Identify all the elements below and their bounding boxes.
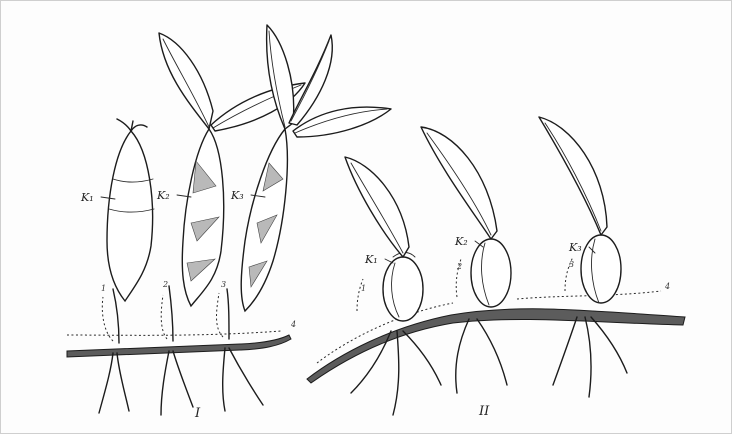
numeral-one: I bbox=[194, 406, 201, 421]
baseline-one bbox=[67, 331, 281, 335]
bulb-one-k3 bbox=[241, 129, 287, 311]
rhizome-two bbox=[307, 309, 685, 383]
bulb-one-k2 bbox=[182, 129, 223, 306]
end-one-4: 4 bbox=[290, 320, 296, 329]
label-two-k3: K₃ bbox=[568, 241, 582, 254]
node-one-1: 1 bbox=[101, 284, 106, 293]
bulb-one-k1 bbox=[107, 119, 154, 301]
bulb-two-k2 bbox=[421, 127, 511, 307]
node-one-2: 2 bbox=[162, 280, 168, 289]
bulb-two-k3 bbox=[539, 117, 621, 303]
label-one-k3: K₃ bbox=[230, 189, 244, 202]
node-two-1: 1 bbox=[361, 284, 366, 293]
label-one-k1: K₁ bbox=[80, 191, 94, 204]
baseline-two bbox=[317, 303, 453, 363]
numeral-two: II bbox=[478, 404, 490, 419]
label-one-k2: K₂ bbox=[156, 189, 170, 202]
node-two-3: 3 bbox=[569, 260, 574, 269]
node-one-3: 3 bbox=[221, 280, 226, 289]
label-two-k2: K₂ bbox=[454, 235, 468, 248]
leaves-one bbox=[159, 25, 391, 137]
label-two-k1: K₁ bbox=[364, 253, 378, 266]
bulb-two-k1 bbox=[345, 157, 423, 321]
group-two: K₁ K₂ K₃ 1 2 3 4 II bbox=[307, 117, 685, 419]
end-two-4: 4 bbox=[664, 282, 670, 291]
roots-one bbox=[99, 348, 263, 415]
rhizome-one bbox=[67, 335, 291, 357]
node-two-2: 2 bbox=[456, 262, 462, 271]
